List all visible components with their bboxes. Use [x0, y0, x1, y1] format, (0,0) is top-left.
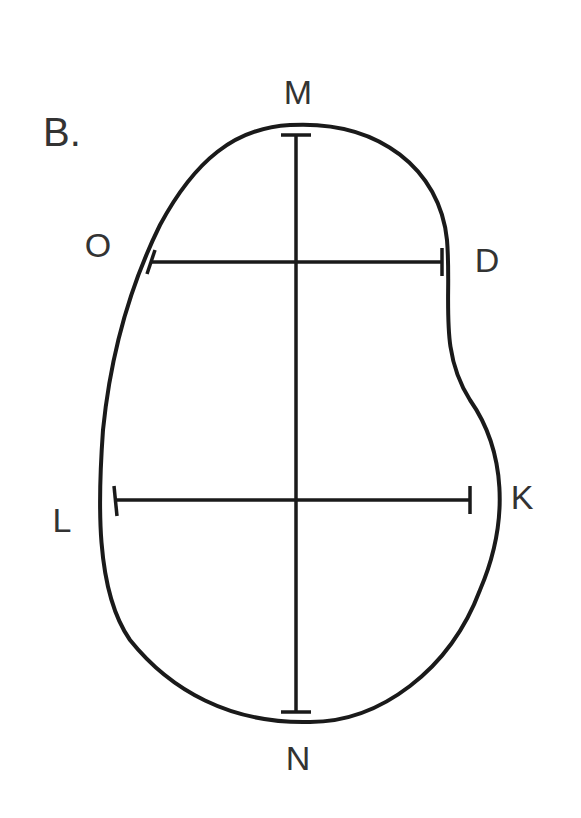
point-label: M [284, 75, 312, 109]
tick [281, 133, 311, 137]
tick [468, 486, 472, 514]
outline [100, 125, 500, 722]
point-label: K [511, 480, 534, 514]
tick [114, 486, 117, 516]
l-k-line [114, 498, 470, 502]
panel-letter: B. [43, 112, 81, 152]
measure-lines [114, 135, 470, 712]
tick [440, 248, 444, 276]
o-d-line [150, 260, 442, 264]
point-label: L [53, 503, 72, 537]
point-label: D [475, 243, 500, 277]
point-label: N [286, 741, 311, 775]
m-n-line [294, 135, 298, 712]
tick [281, 710, 311, 714]
tick [147, 250, 155, 274]
point-label: O [85, 228, 111, 262]
